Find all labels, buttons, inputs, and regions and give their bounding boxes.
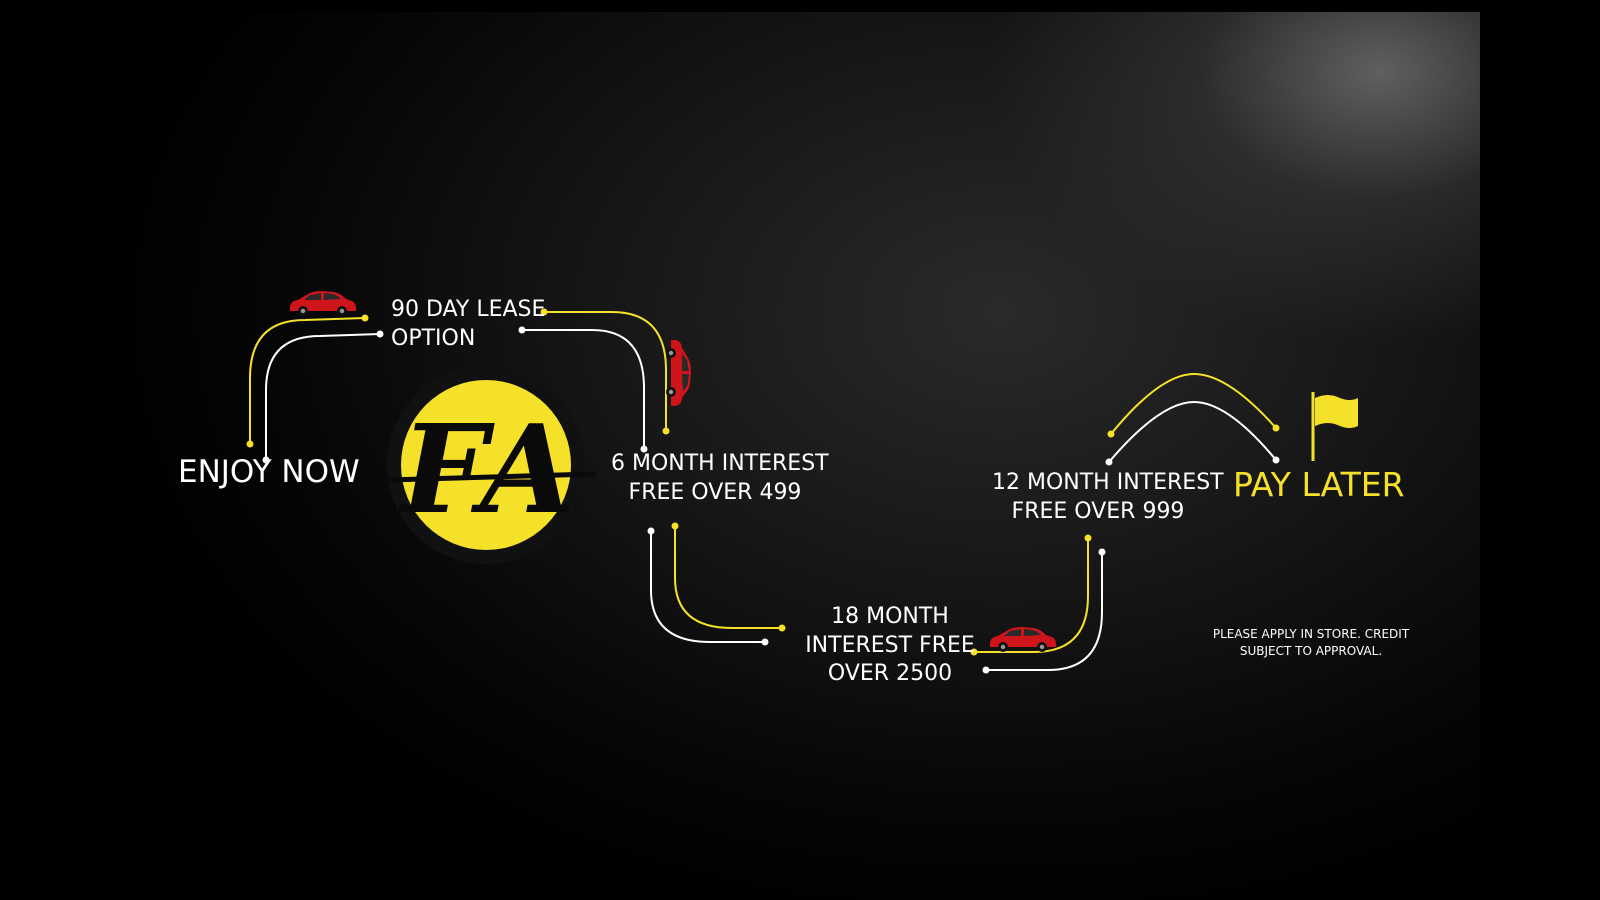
disclaimer-line2: SUBJECT TO APPROVAL. xyxy=(1239,643,1383,658)
twelve-month-line2: FREE OVER 999 xyxy=(1011,498,1185,524)
six-month-line2: FREE OVER 499 xyxy=(628,479,802,505)
flag-icon xyxy=(1311,392,1358,461)
route-yellow-3 xyxy=(674,525,783,629)
pay-later-label: PAY LATER xyxy=(1233,464,1405,507)
enjoy-now-text: ENJOY NOW xyxy=(178,454,360,490)
eighteen-month-line1: 18 MONTH xyxy=(831,604,949,629)
route-endpoints xyxy=(246,308,1280,674)
disclaimer-text: PLEASE APPLY IN STORE. CREDIT SUBJECT TO… xyxy=(1210,626,1412,660)
route-yellow-5 xyxy=(1110,372,1277,435)
route-white-2 xyxy=(521,329,645,450)
disclaimer-line1: PLEASE APPLY IN STORE. CREDIT xyxy=(1212,627,1410,641)
logo-monogram: FA xyxy=(398,397,575,541)
twelve-month-label: 12 MONTH INTEREST FREE OVER 999 xyxy=(992,469,1224,526)
route-white-1 xyxy=(265,333,381,461)
route-yellow-2 xyxy=(543,311,667,432)
background-panel xyxy=(0,12,1480,900)
fa-logo: FA xyxy=(385,366,597,564)
lease-90-line1: 90 DAY LEASE xyxy=(391,297,546,322)
pay-later-text: PAY LATER xyxy=(1233,465,1405,504)
lease-90-day-label: 90 DAY LEASE OPTION xyxy=(391,296,545,353)
red-car-icon xyxy=(290,291,356,316)
route-white-3 xyxy=(650,530,766,643)
route-yellow-4 xyxy=(973,537,1089,653)
red-car-icon xyxy=(666,340,691,406)
lease-90-line2: OPTION xyxy=(391,325,476,351)
route-yellow-1 xyxy=(249,317,366,445)
enjoy-now-label: ENJOY NOW xyxy=(178,452,360,492)
red-car-icon xyxy=(990,627,1056,652)
route-white-4 xyxy=(985,551,1103,671)
six-month-line1: 6 MONTH INTEREST xyxy=(611,451,829,476)
route-white-5 xyxy=(1108,400,1277,463)
six-month-label: 6 MONTH INTEREST FREE OVER 499 xyxy=(611,450,829,507)
eighteen-month-line3: OVER 2500 xyxy=(827,661,953,687)
twelve-month-line1: 12 MONTH INTEREST xyxy=(992,470,1224,495)
eighteen-month-label: 18 MONTH INTEREST FREE OVER 2500 xyxy=(805,603,975,689)
eighteen-month-line2: INTEREST FREE xyxy=(805,632,975,658)
